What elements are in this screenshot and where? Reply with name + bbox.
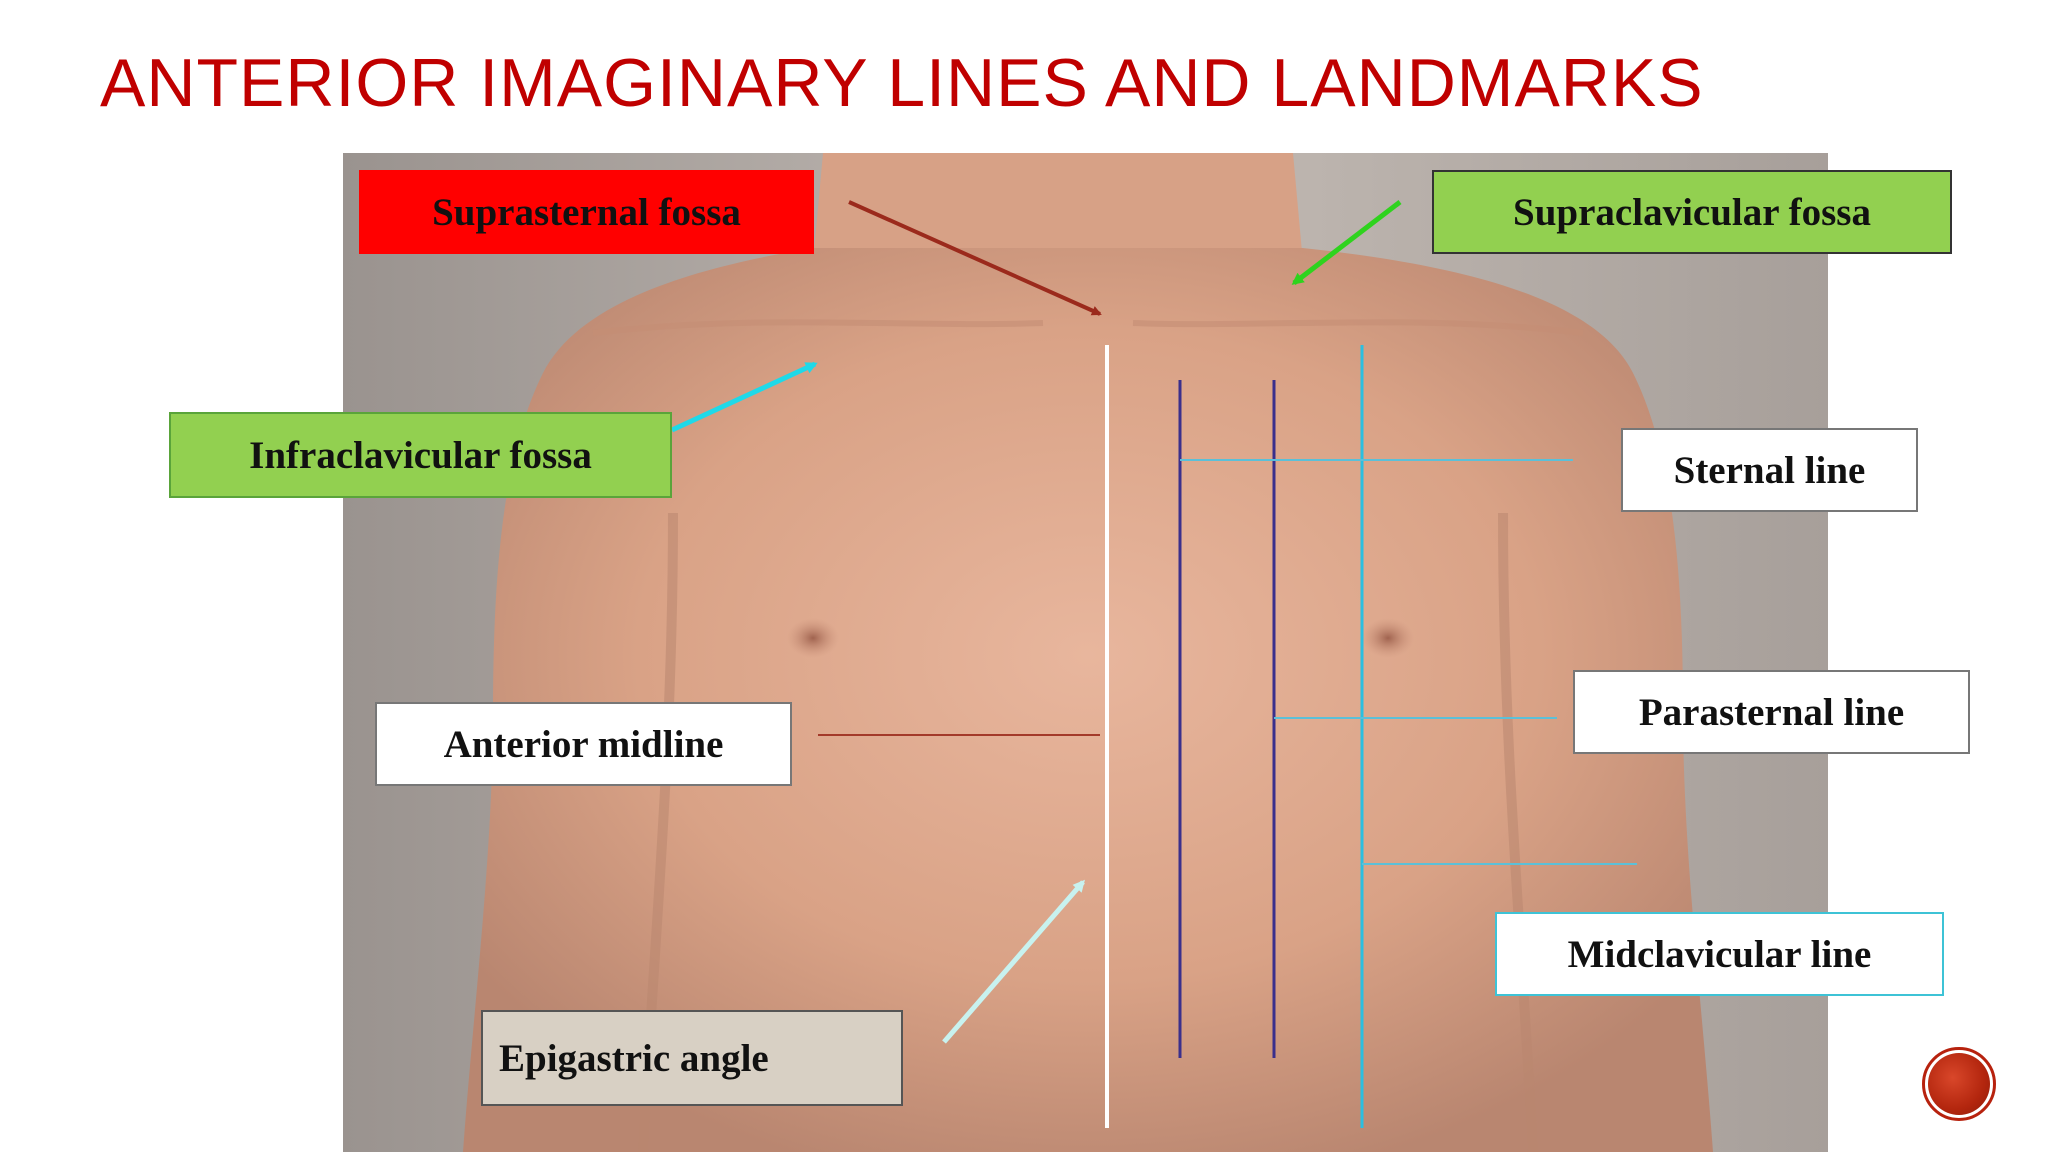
torso-illustration bbox=[463, 153, 1713, 1152]
slide-title: ANTERIOR IMAGINARY LINES AND LANDMARKS bbox=[100, 45, 1704, 121]
label-anterior-midline: Anterior midline bbox=[375, 702, 792, 786]
slide-navigation-icon bbox=[1928, 1053, 1990, 1115]
chest-photo bbox=[343, 153, 1828, 1152]
label-epigastric-angle-text: Epigastric angle bbox=[499, 1036, 769, 1080]
label-sternal-line-text: Sternal line bbox=[1673, 448, 1866, 492]
label-sternal-line: Sternal line bbox=[1621, 428, 1918, 512]
label-supraclavicular-fossa: Supraclavicular fossa bbox=[1432, 170, 1952, 254]
label-suprasternal-fossa: Suprasternal fossa bbox=[359, 170, 814, 254]
label-midclavicular-line-text: Midclavicular line bbox=[1567, 932, 1872, 976]
label-parasternal-line-text: Parasternal line bbox=[1638, 690, 1905, 734]
label-infraclavicular-fossa-text: Infraclavicular fossa bbox=[249, 433, 592, 477]
label-supraclavicular-fossa-text: Supraclavicular fossa bbox=[1513, 190, 1871, 234]
label-infraclavicular-fossa: Infraclavicular fossa bbox=[169, 412, 672, 498]
label-anterior-midline-text: Anterior midline bbox=[443, 722, 724, 766]
label-suprasternal-fossa-text: Suprasternal fossa bbox=[432, 190, 741, 234]
label-parasternal-line: Parasternal line bbox=[1573, 670, 1970, 754]
label-midclavicular-line: Midclavicular line bbox=[1495, 912, 1944, 996]
slide-navigation-button[interactable] bbox=[1922, 1047, 1996, 1121]
label-epigastric-angle: Epigastric angle bbox=[481, 1010, 903, 1106]
